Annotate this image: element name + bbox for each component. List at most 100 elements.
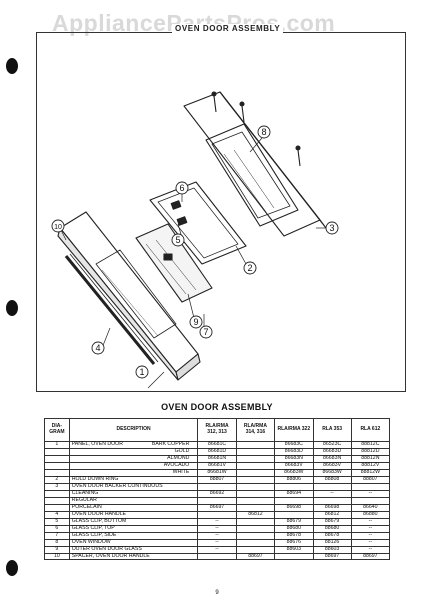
callout-9-circle [189, 315, 203, 329]
part-number [235, 475, 276, 484]
callout-4-circle [91, 341, 105, 355]
part-number [235, 531, 276, 540]
callout-8: 8 [261, 127, 266, 137]
outer-door-panel-drawing [57, 211, 201, 381]
part-number: 88812C [350, 441, 391, 449]
part-number [235, 482, 276, 491]
part-number [235, 489, 276, 498]
part-number [274, 496, 314, 505]
callout-leaders [59, 137, 328, 389]
part-number [235, 468, 276, 477]
part-number: 88808 [312, 475, 352, 484]
part-number: -- [197, 545, 237, 554]
part-number [235, 538, 276, 547]
screw-drawings [211, 91, 301, 167]
header-col-5: RLA 612 [350, 418, 391, 442]
part-number: 86683D [274, 447, 314, 456]
part-number [235, 441, 276, 449]
item-color: BARK COPPER [151, 441, 190, 447]
part-number: 86812 [235, 510, 276, 519]
part-number [274, 552, 314, 561]
part-number: -- [312, 489, 352, 498]
part-number: 86692 [197, 489, 237, 498]
item-color: GOLD [174, 447, 190, 454]
callout-1: 1 [139, 367, 144, 377]
binder-hole [6, 300, 18, 316]
header-col-2: RLA/RMA 314, 316 [235, 418, 276, 442]
part-number: -- [350, 489, 391, 498]
item-color: WHITE [172, 468, 190, 475]
item-color: AVOCADO [163, 461, 190, 468]
item-number: 3 [44, 482, 70, 491]
part-number: 88694 [274, 489, 314, 498]
callout-2: 2 [247, 263, 252, 273]
callout-1-circle [135, 365, 149, 379]
part-number: 88697 [235, 552, 276, 561]
callout-10-circle [51, 219, 65, 233]
callout-2-circle [243, 261, 257, 275]
part-number: 86697 [197, 503, 237, 512]
callout-4: 4 [95, 343, 100, 353]
part-number: 88806 [274, 475, 314, 484]
part-number: 86683W [274, 468, 314, 477]
part-number [235, 461, 276, 470]
part-number [350, 496, 391, 505]
exploded-door-diagram: 1 2 3 4 5 6 7 8 9 10 [51, 91, 339, 389]
part-number: 88807 [197, 475, 237, 484]
callout-6-circle [175, 181, 189, 195]
item-description: OVEN WINDOW [68, 538, 199, 547]
binder-hole [6, 58, 18, 74]
part-number: 86698 [274, 503, 314, 512]
part-number: 88603 [274, 545, 314, 554]
page-number: 9 [215, 590, 219, 596]
door-handle-drawing [64, 253, 159, 365]
item-description: SPACER, OVEN DOOR HANDLE [68, 552, 199, 561]
part-number [197, 552, 237, 561]
header-description: DESCRIPTION [68, 418, 199, 442]
binder-hole [6, 560, 18, 576]
part-number [235, 517, 276, 526]
item-number: 1 [44, 441, 70, 449]
header-col-3: RLA/RMA 322 [274, 418, 314, 442]
part-number: -- [350, 545, 391, 554]
part-number [350, 482, 391, 491]
table-row: REGULAR [44, 496, 391, 505]
item-number: 8 [44, 538, 70, 547]
callout-6: 6 [179, 183, 184, 193]
item-color: ALMOND [167, 454, 190, 461]
part-number: 86640 [350, 503, 391, 512]
figure-title: OVEN DOOR ASSEMBLY [172, 24, 284, 33]
part-number: 88807 [350, 475, 391, 484]
header-diagram: DIA-GRAM [44, 418, 70, 442]
item-number [44, 447, 70, 456]
part-number: 88812V [350, 461, 391, 470]
part-number: 88812D [350, 447, 391, 456]
item-name: PANEL, OVEN DOOR [71, 441, 123, 447]
callout-5: 5 [175, 235, 180, 245]
item-number [44, 454, 70, 463]
table-header-row: DIA-GRAM DESCRIPTION RLA/RMA 312, 313 RL… [44, 418, 391, 442]
glass-clip-drawings [163, 200, 188, 261]
callout-10: 10 [54, 224, 62, 231]
part-number: 88676 [274, 538, 314, 547]
part-number: -- [197, 538, 237, 547]
parts-table: DIA-GRAM DESCRIPTION RLA/RMA 312, 313 RL… [44, 418, 391, 561]
header-col-1: RLA/RMA 312, 313 [197, 418, 237, 442]
part-number: 86683V [274, 461, 314, 470]
callout-9: 9 [193, 317, 198, 327]
item-number [44, 461, 70, 470]
part-number [235, 545, 276, 554]
part-number: -- [350, 538, 391, 547]
callout-7: 7 [203, 327, 208, 337]
header-col-4: RLA 353 [312, 418, 352, 442]
part-number: 88603 [312, 545, 352, 554]
